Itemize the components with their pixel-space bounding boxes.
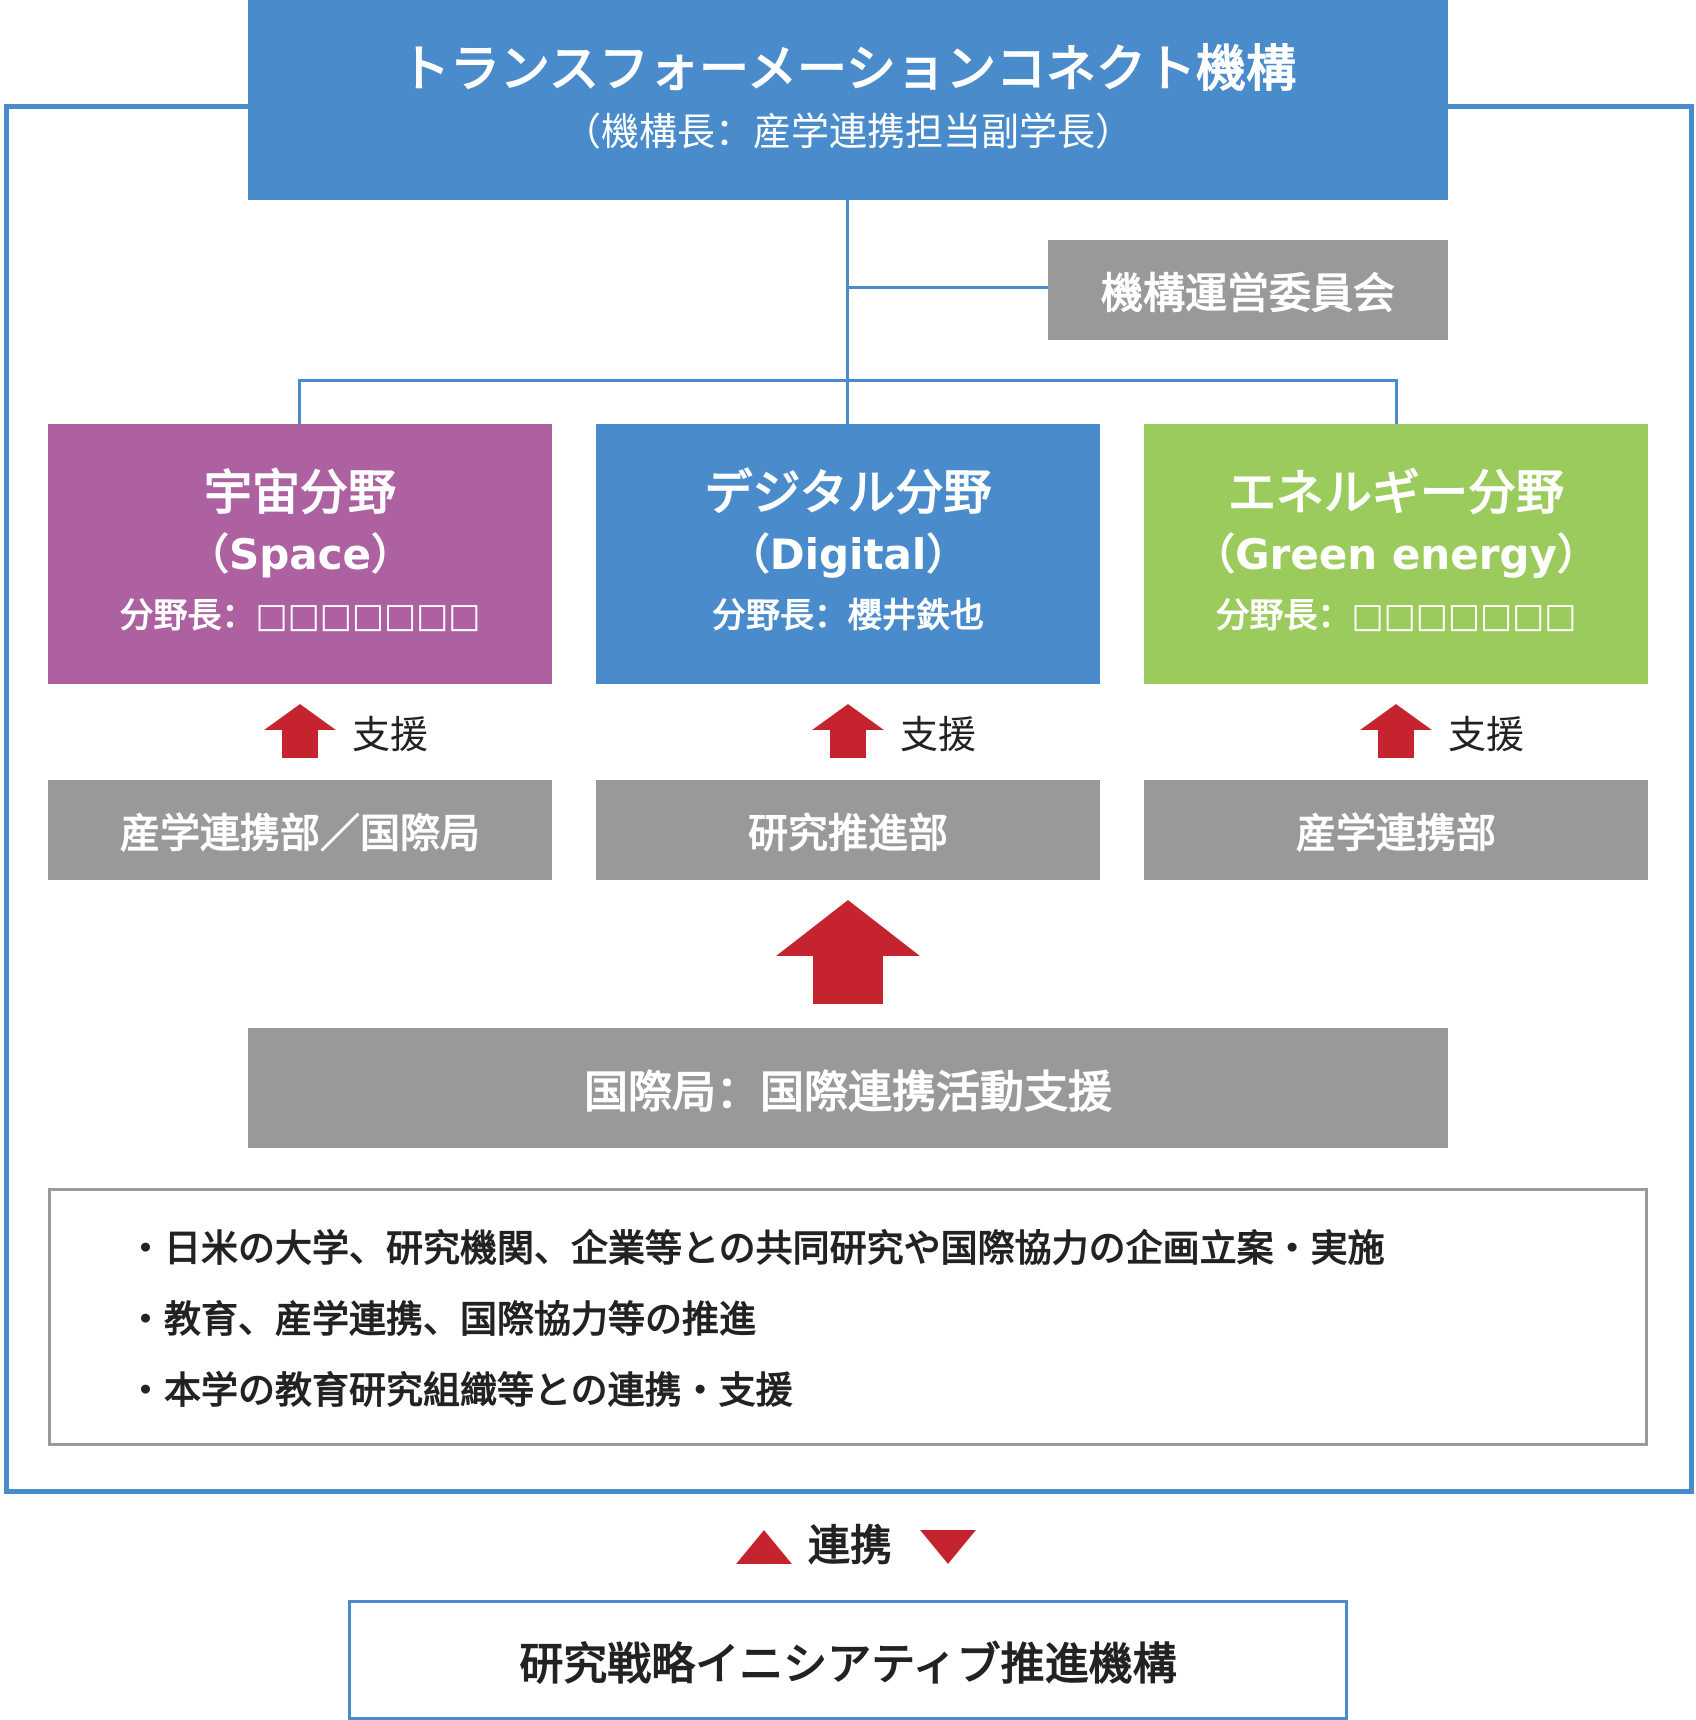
activity-item: ・日米の大学、研究機関、企業等との共同研究や国際協力の企画立案・実施 — [127, 1227, 1385, 1270]
research-initiative-label: 研究戦略イニシアティブ推進機構 — [519, 1639, 1177, 1690]
field-head: 分野長：□□□□□□□ — [119, 596, 481, 636]
committee-box: 機構運営委員会 — [1048, 240, 1448, 340]
support-label: 支援 — [352, 712, 429, 757]
international-support-label: 国際局：国際連携活動支援 — [584, 1067, 1112, 1118]
connector-committee — [846, 286, 1048, 289]
department-label: 研究推進部 — [748, 811, 948, 857]
activities-box: ・日米の大学、研究機関、企業等との共同研究や国際協力の企画立案・実施 ・教育、産… — [48, 1188, 1648, 1446]
field-english: （Digital） — [727, 530, 969, 579]
support-label: 支援 — [1448, 712, 1525, 757]
up-arrow-icon — [264, 704, 336, 758]
up-arrow-icon — [812, 704, 884, 758]
triangle-up-icon — [736, 1530, 792, 1564]
organization-subtitle: （機構長：産学連携担当副学長） — [562, 110, 1133, 154]
field-english: （Space） — [186, 530, 414, 579]
field-head: 分野長：櫻井鉄也 — [712, 596, 984, 636]
department-label: 産学連携部 — [1296, 811, 1496, 857]
field-name: デジタル分野 — [704, 465, 992, 521]
big-up-arrow-icon — [776, 900, 920, 1004]
support-label: 支援 — [900, 712, 977, 757]
activity-item: ・教育、産学連携、国際協力等の推進 — [127, 1298, 756, 1341]
field-space: 宇宙分野 （Space） 分野長：□□□□□□□ — [48, 424, 552, 684]
department-label: 産学連携部／国際局 — [120, 811, 480, 857]
support-space: 支援 — [264, 702, 428, 760]
research-initiative-box: 研究戦略イニシアティブ推進機構 — [348, 1600, 1348, 1720]
support-energy: 支援 — [1360, 702, 1524, 760]
connector-vertical-main — [846, 200, 849, 424]
department-box: 産学連携部 — [1144, 780, 1648, 880]
field-name: 宇宙分野 — [203, 465, 396, 521]
committee-label: 機構運営委員会 — [1100, 268, 1395, 318]
support-digital: 支援 — [812, 702, 976, 760]
organization-header: トランスフォーメーションコネクト機構 （機構長：産学連携担当副学長） — [248, 0, 1448, 200]
connector-horizontal — [298, 379, 1398, 382]
up-arrow-icon — [1360, 704, 1432, 758]
connector-right — [1395, 379, 1398, 424]
department-box: 研究推進部 — [596, 780, 1100, 880]
activity-item: ・本学の教育研究組織等との連携・支援 — [127, 1369, 793, 1412]
field-english: （Green energy） — [1193, 530, 1599, 579]
international-support-box: 国際局：国際連携活動支援 — [248, 1028, 1448, 1148]
triangle-down-icon — [920, 1530, 976, 1564]
organization-title: トランスフォーメーションコネクト機構 — [400, 40, 1296, 98]
field-name: エネルギー分野 — [1227, 465, 1564, 521]
field-head: 分野長：□□□□□□□ — [1215, 596, 1577, 636]
department-box: 産学連携部／国際局 — [48, 780, 552, 880]
link-label: 連携 — [807, 1521, 892, 1570]
field-digital: デジタル分野 （Digital） 分野長：櫻井鉄也 — [596, 424, 1100, 684]
connector-left — [298, 379, 301, 424]
field-energy: エネルギー分野 （Green energy） 分野長：□□□□□□□ — [1144, 424, 1648, 684]
